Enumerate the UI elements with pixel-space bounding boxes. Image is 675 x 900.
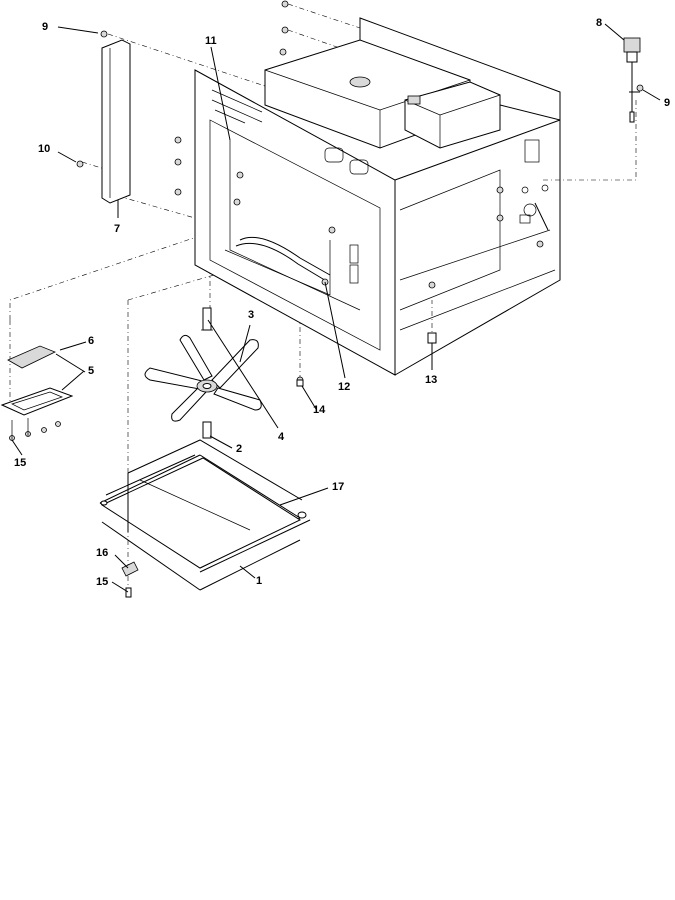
trim-strip-part-7 bbox=[76, 30, 131, 204]
callout-10: 10 bbox=[38, 143, 50, 155]
callout-4: 4 bbox=[278, 431, 285, 443]
callout-9-top-left: 9 bbox=[42, 21, 48, 33]
callout-1: 1 bbox=[256, 575, 262, 587]
lamp-assembly-parts-5-6 bbox=[0, 345, 74, 441]
small-hardware-parts bbox=[121, 332, 437, 598]
callout-12: 12 bbox=[338, 381, 350, 393]
callout-11: 11 bbox=[205, 35, 217, 47]
callout-8: 8 bbox=[596, 17, 602, 29]
callout-17: 17 bbox=[332, 481, 344, 493]
oven-cavity-frame bbox=[174, 0, 561, 376]
callout-13: 13 bbox=[425, 374, 437, 386]
callout-6: 6 bbox=[88, 335, 94, 347]
sensor-probe-part-8 bbox=[623, 37, 644, 123]
oven-rack-parts-1-17 bbox=[99, 439, 311, 591]
callout-14: 14 bbox=[313, 404, 326, 416]
callout-15-bottom: 15 bbox=[96, 576, 108, 588]
callout-5: 5 bbox=[88, 365, 94, 377]
convection-fan-parts-2-3-4 bbox=[144, 307, 262, 439]
callout-3: 3 bbox=[248, 309, 254, 321]
callout-7: 7 bbox=[114, 223, 120, 235]
callout-16: 16 bbox=[96, 547, 108, 559]
callout-9-right: 9 bbox=[664, 97, 670, 109]
callout-leader-lines bbox=[11, 23, 661, 593]
callout-labels: 9 11 10 7 8 9 6 5 15 3 4 2 14 12 13 17 1… bbox=[14, 17, 670, 588]
callout-2: 2 bbox=[236, 443, 242, 455]
callout-15-left: 15 bbox=[14, 457, 26, 469]
